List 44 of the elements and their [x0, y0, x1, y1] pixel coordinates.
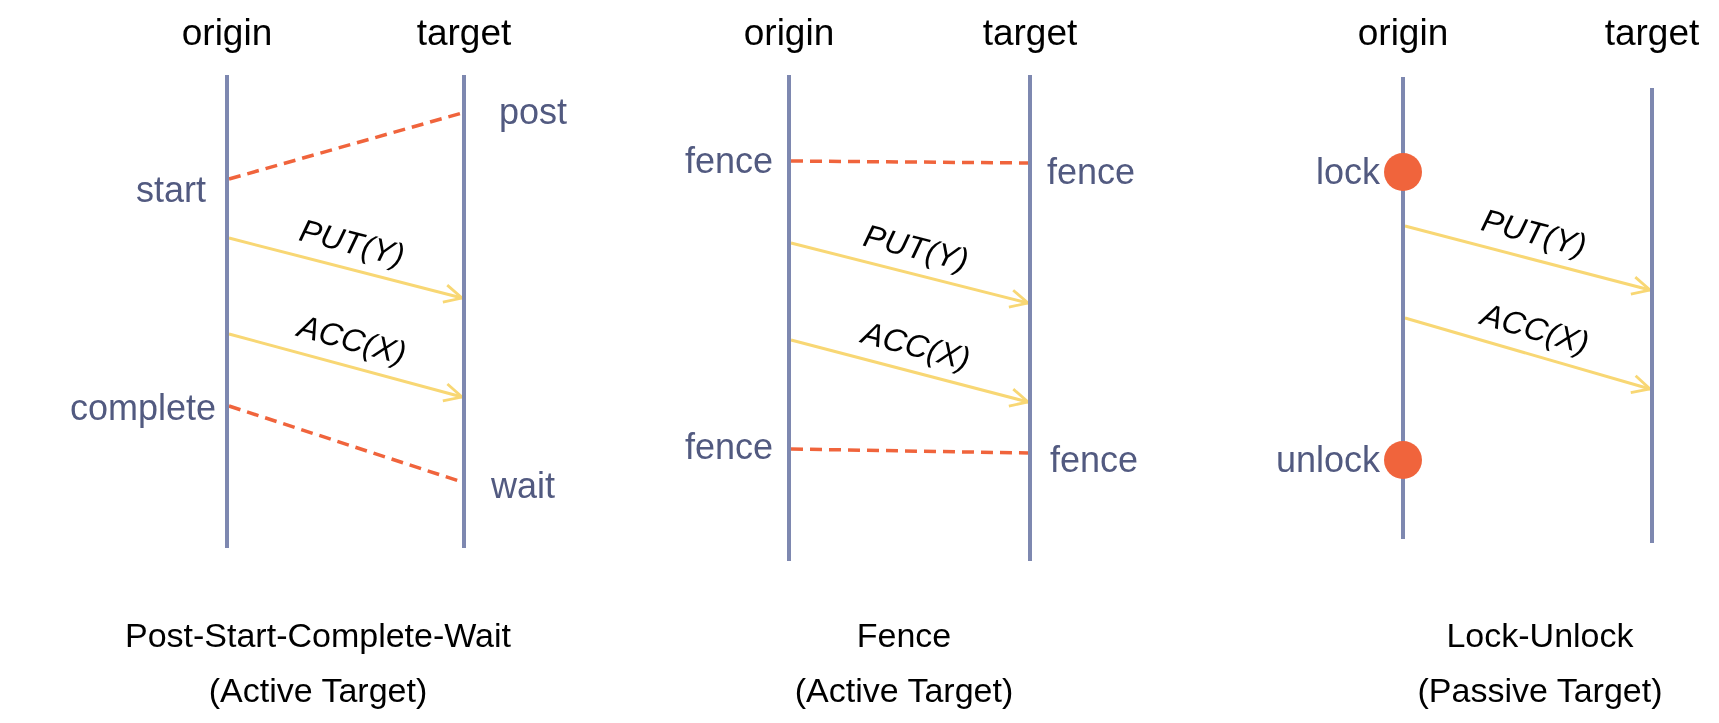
caption: (Active Target) — [208, 671, 428, 711]
lifeline-heading: target — [1604, 11, 1700, 55]
edge-label: PUT(Y) — [295, 211, 409, 274]
edge-label: ACC(X) — [294, 308, 411, 373]
event-label: fence — [1050, 439, 1139, 481]
edge-label: ACC(X) — [858, 314, 975, 378]
lock-marker — [1384, 441, 1422, 479]
lifeline-heading: target — [982, 11, 1078, 55]
lifeline-heading: origin — [181, 11, 273, 55]
lock-marker — [1384, 153, 1422, 191]
event-label: start — [136, 169, 206, 211]
event-label: unlock — [1275, 439, 1380, 481]
lifeline-heading: origin — [743, 11, 835, 55]
lifeline — [225, 75, 229, 548]
arrow — [1404, 316, 1652, 394]
event-label: fence — [684, 426, 773, 468]
event-label: fence — [684, 140, 773, 182]
caption: Post-Start-Complete-Wait — [124, 616, 512, 656]
arrow — [790, 241, 1030, 309]
arrow — [228, 236, 464, 304]
dashed-line — [790, 447, 1029, 455]
arrow — [790, 338, 1030, 408]
lifeline-heading: origin — [1357, 11, 1449, 55]
caption: (Active Target) — [794, 671, 1014, 711]
caption: Lock-Unlock — [1446, 616, 1634, 656]
arrow — [228, 332, 464, 403]
caption: (Passive Target) — [1417, 671, 1663, 711]
event-label: post — [499, 91, 568, 133]
dashed-line — [228, 111, 463, 181]
arrow — [1404, 224, 1652, 296]
lifeline — [462, 75, 466, 548]
event-label: lock — [1315, 151, 1380, 193]
lifeline — [1650, 88, 1654, 543]
edge-label: PUT(Y) — [859, 216, 973, 279]
lifeline — [1028, 75, 1032, 561]
event-label: wait — [491, 465, 556, 507]
lifeline-heading: target — [416, 11, 512, 55]
lifeline — [787, 75, 791, 561]
caption: Fence — [856, 616, 952, 656]
event-label: complete — [69, 387, 216, 429]
dashed-line — [791, 159, 1028, 165]
edge-label: ACC(X) — [1476, 295, 1593, 362]
event-label: fence — [1047, 151, 1136, 193]
edge-label: PUT(Y) — [1477, 201, 1591, 265]
